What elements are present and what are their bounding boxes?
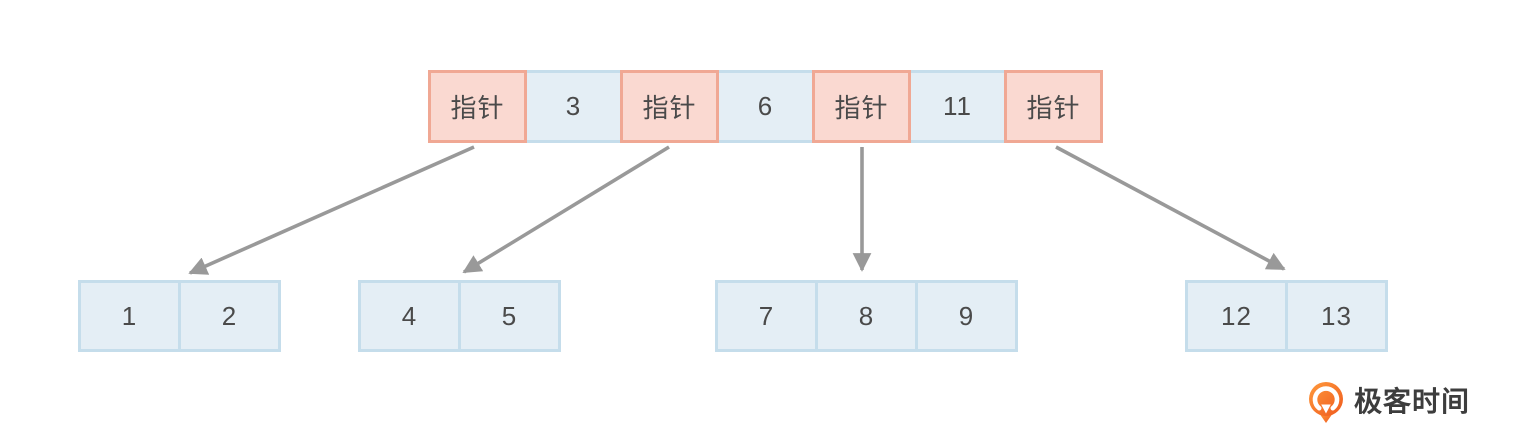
leaf-node-1: 1 2: [78, 280, 281, 352]
root-node: 指针 3 指针 6 指针 11 指针: [428, 70, 1103, 143]
root-pointer-cell-2: 指针: [620, 70, 719, 143]
root-key-cell-3: 3: [524, 70, 623, 143]
leaf3-cell-7: 7: [715, 280, 818, 352]
leaf3-cell-9: 9: [915, 280, 1018, 352]
root-pointer-cell-1: 指针: [428, 70, 527, 143]
arrow-pointer4-to-leaf4: [1055, 145, 1286, 271]
leaf2-cell-5: 5: [458, 280, 561, 352]
leaf3-cell-8: 8: [815, 280, 918, 352]
arrow-pointer1-to-leaf1: [188, 145, 475, 275]
leaf1-cell-1: 1: [78, 280, 181, 352]
root-key-cell-11: 11: [908, 70, 1007, 143]
leaf1-cell-2: 2: [178, 280, 281, 352]
root-key-cell-6: 6: [716, 70, 815, 143]
root-pointer-cell-3: 指针: [812, 70, 911, 143]
brand-name: 极客时间: [1354, 386, 1471, 417]
leaf-node-4: 12 13: [1185, 280, 1388, 352]
arrow-pointer2-to-leaf2: [462, 145, 670, 274]
leaf4-cell-12: 12: [1185, 280, 1288, 352]
leaf2-cell-4: 4: [358, 280, 461, 352]
leaf-node-3: 7 8 9: [715, 280, 1018, 352]
geektime-circle-icon: [1309, 382, 1343, 423]
brand-logo: 极客时间: [1306, 380, 1470, 424]
root-pointer-cell-4: 指针: [1004, 70, 1103, 143]
leaf-node-2: 4 5: [358, 280, 561, 352]
leaf4-cell-13: 13: [1285, 280, 1388, 352]
